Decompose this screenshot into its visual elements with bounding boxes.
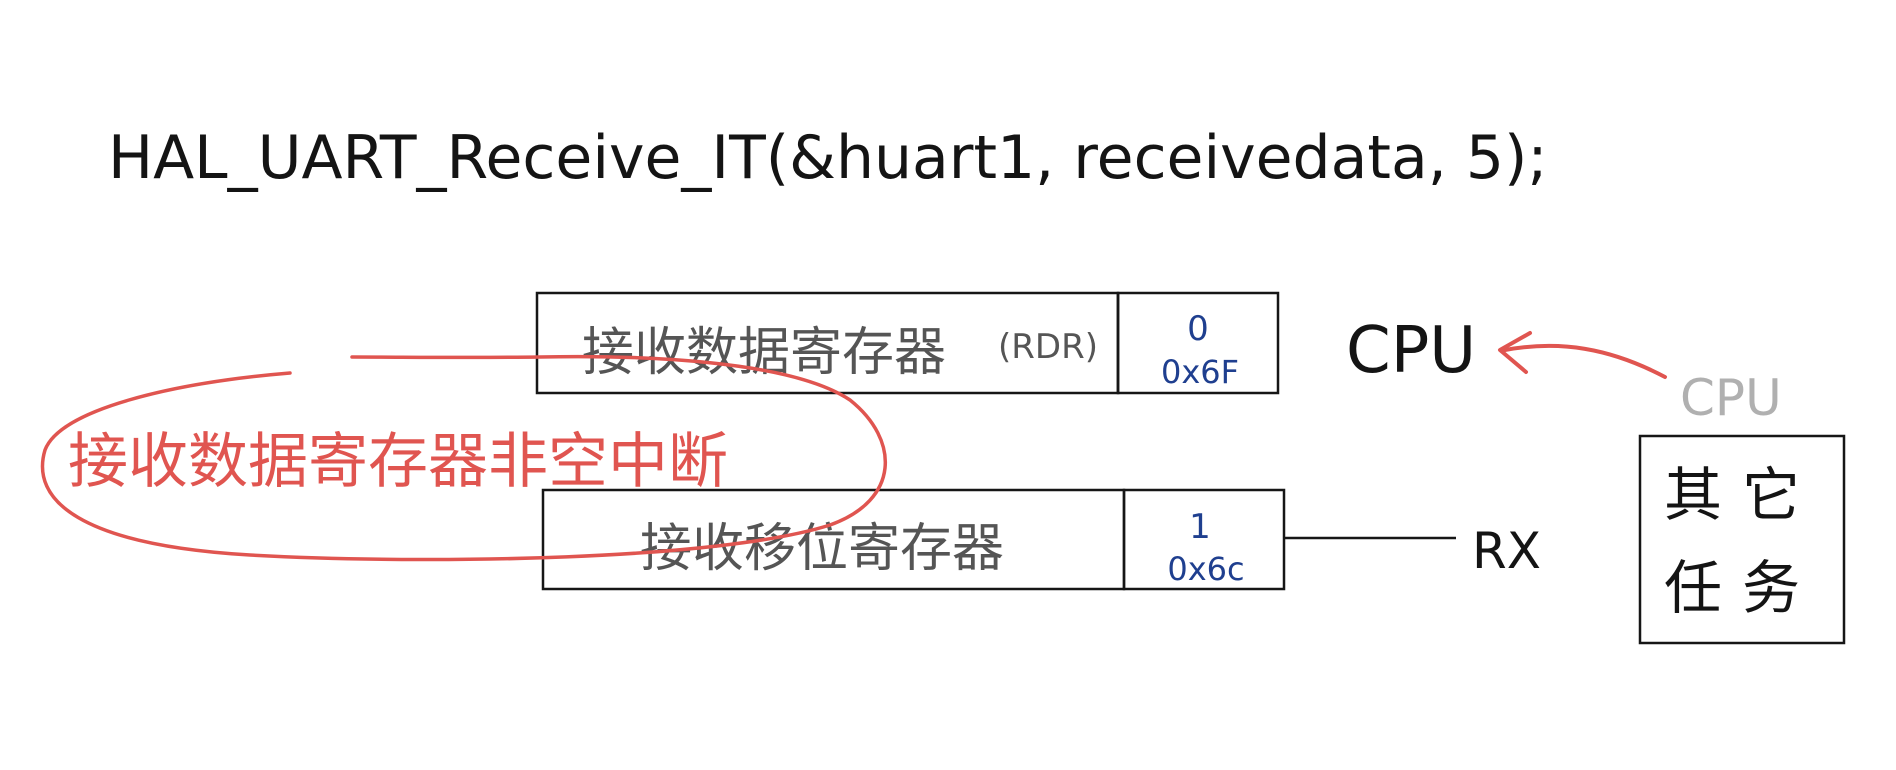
rdr-value-hex: 0x6F [1161,353,1239,391]
other-task-box [1638,434,1846,645]
cpu-arrow [1498,331,1667,379]
shift-register: 接收移位寄存器 1 0x6c [541,488,1286,591]
rx-label: RX [1472,522,1541,580]
shift-value-index: 1 [1189,507,1211,547]
other-task-cpu-label: CPU [1680,369,1782,427]
cpu-label: CPU [1346,314,1476,388]
rdr-abbrev: (RDR) [998,327,1098,367]
other-task: CPU 其它 任务 [1638,369,1846,645]
shift-value-box [1122,488,1286,591]
rdr-register: 接收数据寄存器 (RDR) 0 0x6F [535,291,1280,395]
interrupt-annotation: 接收数据寄存器非空中断 [40,354,888,562]
other-task-line1: 其它 [1664,461,1820,529]
other-task-line2: 任务 [1664,554,1820,622]
rdr-value-box [1116,291,1280,395]
annotation-ellipse [40,354,888,562]
code-line: HAL_UART_Receive_IT(&huart1, receivedata… [108,123,1548,193]
shift-value-hex: 0x6c [1167,550,1244,588]
rdr-value-index: 0 [1187,309,1209,349]
rdr-label: 接收数据寄存器 [582,323,946,383]
annotation-text: 接收数据寄存器非空中断 [68,427,728,497]
